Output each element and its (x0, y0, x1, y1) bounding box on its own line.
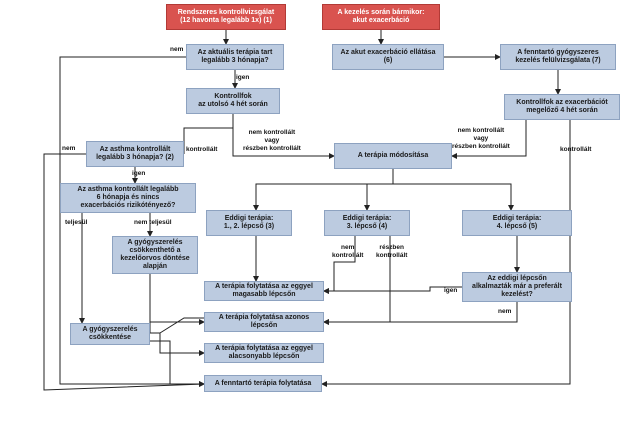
label-yes-1: igen (236, 74, 250, 81)
connector-16 (253, 169, 394, 211)
connector-24 (323, 286, 462, 294)
label-controlled-2: kontrollált (560, 146, 592, 153)
connector-18 (364, 183, 393, 211)
label-yes-2: igen (132, 170, 146, 177)
label-no-3: nem (498, 308, 512, 315)
box-previous-step-3: Eddigi terápia:3. lépcső (4) (324, 210, 410, 236)
box-acute-exacerbation: A kezelés során bármikor:akut exacerbáci… (322, 4, 440, 30)
label-no-2: nem (62, 145, 76, 152)
connector-25 (323, 302, 518, 325)
label-fulfilled: teljesül (65, 219, 88, 226)
connector-29 (159, 317, 204, 334)
label-controlled-1: kontrollált (186, 146, 218, 153)
connector-30 (150, 340, 204, 385)
box-previous-step-1-2: Eddigi terápia:1., 2. lépcső (3) (206, 210, 292, 236)
connector-10 (321, 120, 571, 387)
connector-8 (183, 127, 233, 154)
connector-12 (43, 153, 205, 391)
box-continue-maintenance: A fenntartó terápia folytatása (204, 375, 322, 392)
label-no-1: nem (170, 46, 184, 53)
box-acute-care: Az akut exacerbáció ellátása(6) (332, 44, 444, 70)
box-previous-step-4: Eddigi terápia:4. lépcső (5) (462, 210, 572, 236)
connector-20 (333, 236, 356, 291)
connector-17 (393, 183, 514, 211)
box-regular-control: Rendszeres kontrollvizsgálat(12 havonta … (166, 4, 286, 30)
label-yes-3: igen (444, 287, 458, 294)
label-not-fulfilled: nem teljesül (134, 219, 172, 226)
connector-28 (150, 332, 205, 356)
connector-11 (451, 120, 527, 159)
box-therapy-modification: A terápia módosítása (334, 143, 452, 169)
